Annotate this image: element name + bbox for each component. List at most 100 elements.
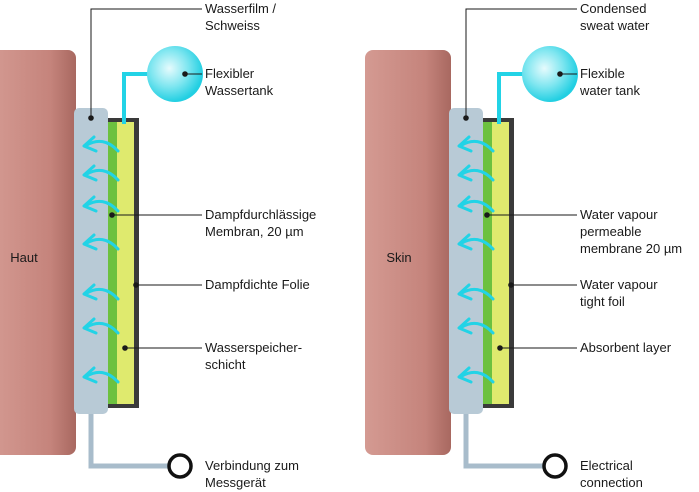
arrow-head: [457, 366, 473, 384]
arrow-head: [457, 135, 473, 153]
arrow-head: [82, 317, 98, 335]
water-flow-arrow-icon: [82, 317, 120, 335]
arrow-head: [82, 233, 98, 251]
arrow-shaft: [85, 237, 120, 251]
water-flow-arrow-icon: [82, 233, 120, 251]
ring-connector-icon: [542, 453, 568, 479]
left-connection-label-line: Verbindung zum: [205, 458, 299, 473]
right-tank-label-line: water tank: [579, 83, 640, 98]
left-cable: [88, 414, 168, 469]
right-membrane: [483, 122, 492, 404]
right-layer-dot: [497, 345, 503, 351]
right-water-film: [449, 108, 483, 414]
right-foil-label-line: tight foil: [580, 294, 625, 309]
left-skin-label: Haut: [10, 250, 38, 265]
left-membrane-dot: [109, 212, 115, 218]
right-layer-label: Absorbent layer: [580, 340, 672, 355]
right-connection-label-line: Electrical: [580, 458, 633, 473]
water-flow-arrow-icon: [82, 283, 120, 301]
right-membrane-label-line: membrane 20 µm: [580, 241, 682, 256]
right-connection-label: Electrical connection: [580, 458, 643, 490]
water-flow-arrow-icon: [82, 366, 120, 384]
left-layer-label-line: schicht: [205, 357, 246, 372]
water-flow-arrow-icon: [457, 195, 495, 213]
right-foil-label: Water vapour tight foil: [580, 277, 658, 309]
arrow-shaft: [460, 370, 495, 384]
left-film-dot: [88, 115, 94, 121]
left-film-leader: [90, 8, 202, 118]
left-film-label: Wasserfilm /Schweiss: [205, 1, 276, 33]
arrow-shaft: [85, 199, 120, 213]
arrow-shaft: [85, 370, 120, 384]
left-tank-dot: [182, 71, 188, 77]
arrow-shaft: [85, 321, 120, 335]
right-membrane-label-line: permeable: [580, 224, 641, 239]
arrow-head: [82, 195, 98, 213]
left-foil-label-line: Dampfdichte Folie: [205, 277, 310, 292]
right-film-label-line: sweat water: [580, 18, 650, 33]
arrow-head: [457, 195, 473, 213]
water-flow-arrow-icon: [457, 233, 495, 251]
right-foil-label-line: Water vapour: [580, 277, 658, 292]
water-flow-arrow-icon: [457, 317, 495, 335]
water-flow-arrow-icon: [457, 135, 495, 153]
left-water-film: [74, 108, 108, 414]
right-layer-label-line: Absorbent layer: [580, 340, 672, 355]
right-membrane-label-line: Water vapour: [580, 207, 658, 222]
arrow-shaft: [460, 237, 495, 251]
arrow-shaft: [460, 287, 495, 301]
left-membrane: [108, 122, 117, 404]
arrow-shaft: [85, 168, 120, 182]
right-film-dot: [463, 115, 469, 121]
left-tank-tube: [122, 72, 150, 124]
water-flow-arrow-icon: [82, 195, 120, 213]
arrow-head: [82, 164, 98, 182]
arrow-head: [457, 164, 473, 182]
water-tank-icon: [147, 46, 203, 102]
arrow-shaft: [460, 139, 495, 153]
right-tank-label: Flexible water tank: [579, 66, 640, 98]
water-flow-arrow-icon: [82, 135, 120, 153]
arrow-shaft: [85, 287, 120, 301]
arrow-head: [82, 135, 98, 153]
arrow-shaft: [85, 139, 120, 153]
arrow-head: [82, 283, 98, 301]
left-membrane-label-line: Dampfdurchlässige: [205, 207, 316, 222]
right-film-leader: [465, 8, 577, 118]
right-connection-label-line: connection: [580, 475, 643, 490]
arrow-head: [457, 233, 473, 251]
right-skin: [365, 50, 451, 455]
water-flow-arrow-icon: [457, 283, 495, 301]
left-foil-label: Dampfdichte Folie: [205, 277, 310, 292]
water-flow-arrow-icon: [457, 366, 495, 384]
left-layer-dot: [122, 345, 128, 351]
right-tank-tube: [497, 72, 525, 124]
left-film-label-line: Wasserfilm /: [205, 1, 276, 16]
arrow-shaft: [460, 168, 495, 182]
right-cable: [463, 414, 543, 469]
water-flow-arrow-icon: [82, 164, 120, 182]
arrow-head: [457, 317, 473, 335]
arrow-shaft: [460, 321, 495, 335]
right-skin-label: Skin: [386, 250, 411, 265]
arrow-head: [82, 366, 98, 384]
right-tank-label-line: Flexible: [580, 66, 625, 81]
right-membrane-dot: [484, 212, 490, 218]
left-foil-dot: [133, 282, 139, 288]
arrow-shaft: [460, 199, 495, 213]
right-foil-dot: [508, 282, 514, 288]
arrow-head: [457, 283, 473, 301]
left-tank-label-line: Wassertank: [205, 83, 274, 98]
left-connection-label-line: Messgerät: [205, 475, 266, 490]
ring-connector-icon: [167, 453, 193, 479]
left-tank-label-line: Flexibler: [205, 66, 255, 81]
right-film-label: Condensed sweat water: [580, 1, 650, 33]
left-membrane-label-line: Membran, 20 µm: [205, 224, 304, 239]
right-film-label-line: Condensed: [580, 1, 647, 16]
